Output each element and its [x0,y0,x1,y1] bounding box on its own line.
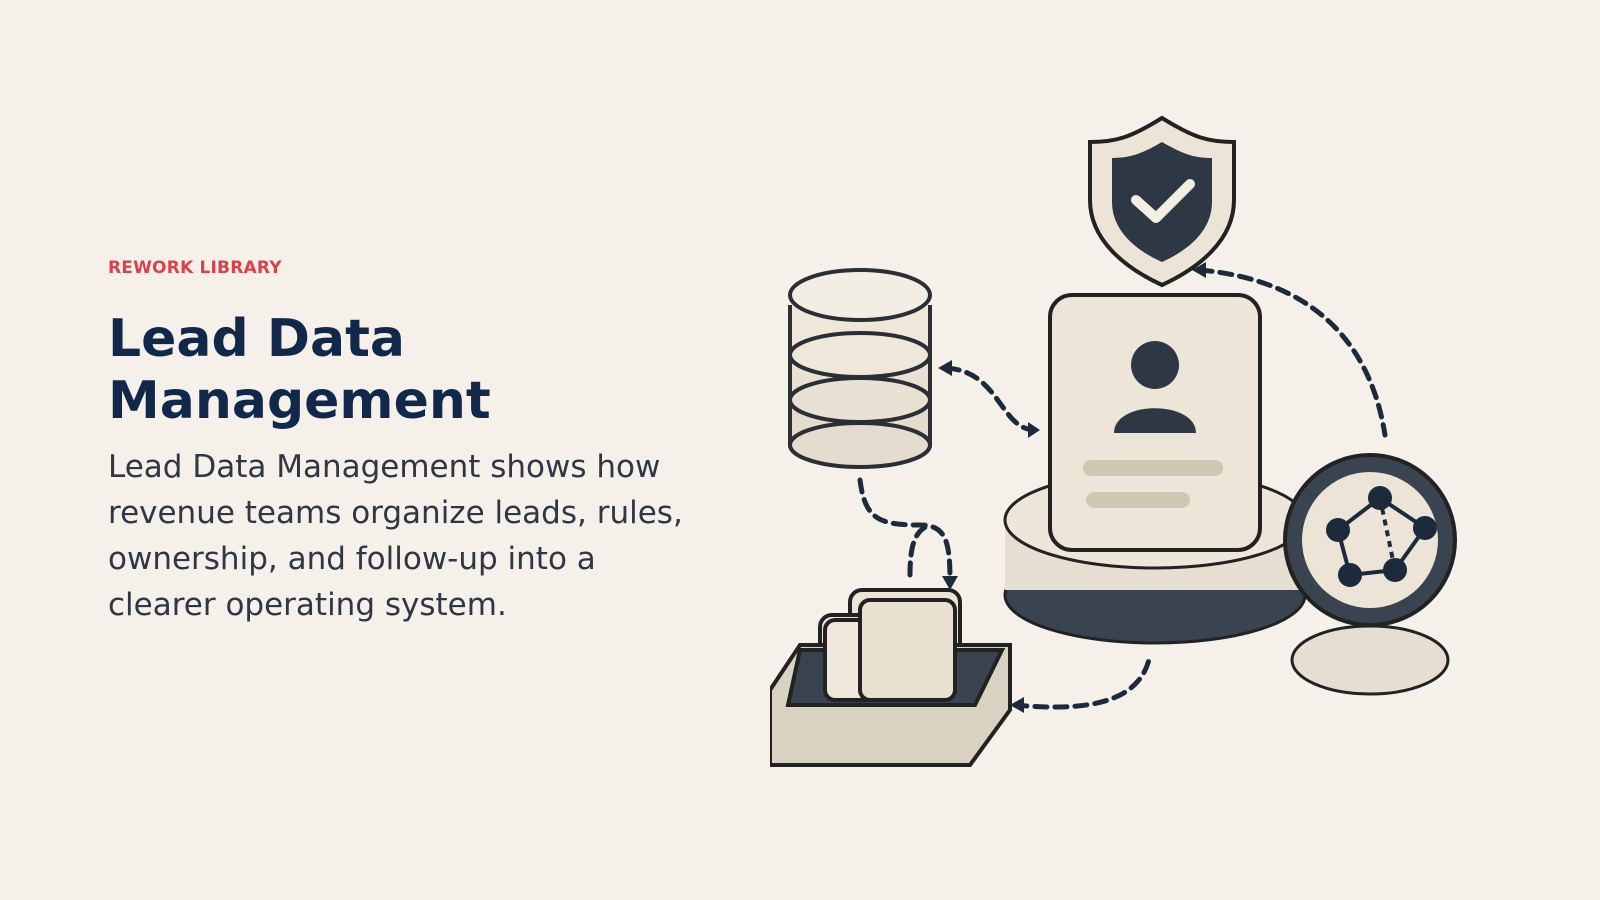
page-description: Lead Data Management shows how revenue t… [108,449,683,623]
hero-text: REWORK LIBRARY Lead Data Management Lead… [108,258,708,628]
network-magnifier-icon [1283,453,1457,696]
shield-check-icon [1088,115,1236,288]
connector-lines [857,267,1388,710]
connector-arrows [938,262,1206,713]
database-icon [788,268,932,469]
lead-data-illustration [770,115,1457,767]
page-title: Lead Data Management [108,309,491,431]
eyebrow-label: REWORK LIBRARY [108,258,282,278]
contact-card-icon [1048,293,1262,552]
tray-icon [770,588,1012,767]
